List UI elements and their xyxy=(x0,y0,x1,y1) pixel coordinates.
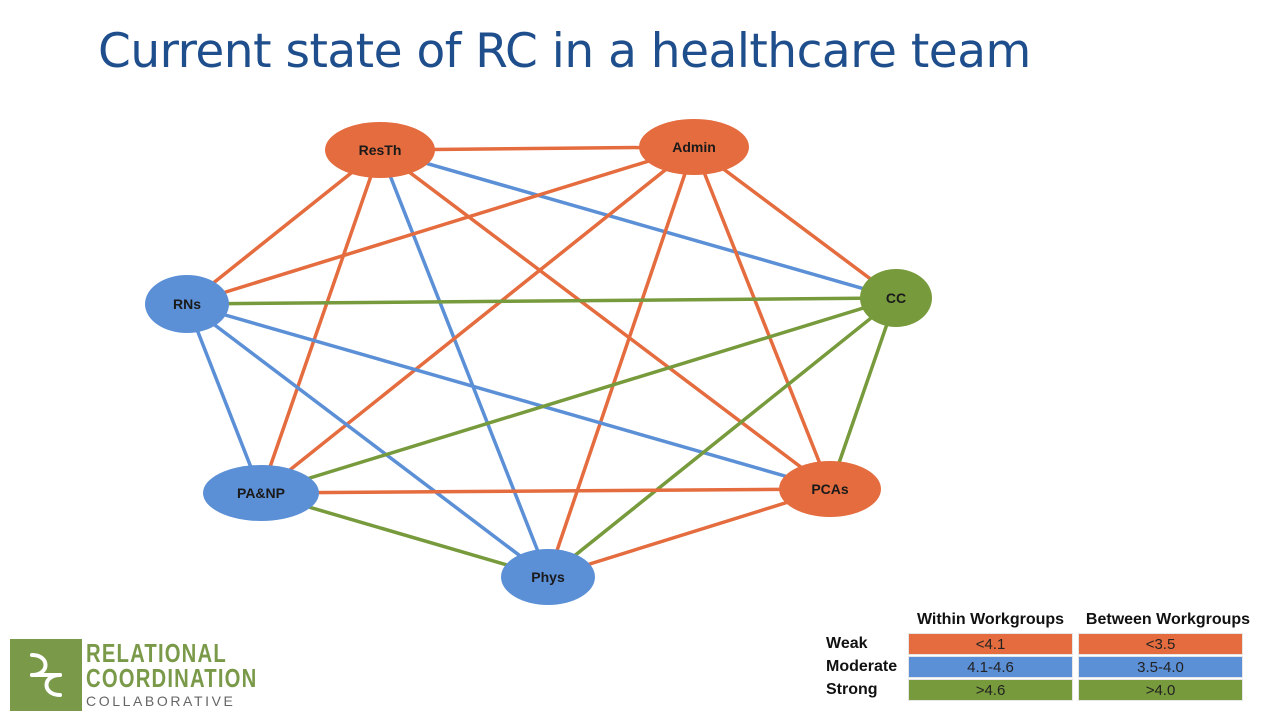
edge-admin-pcas xyxy=(692,146,832,490)
legend-cell-strong-between: >4.0 xyxy=(1078,679,1243,701)
node-shape-resth xyxy=(325,122,435,178)
edge-admin-rns xyxy=(186,145,695,306)
edge-cc-phys xyxy=(546,296,898,579)
edge-rns-cc xyxy=(186,296,897,306)
edge-resth-rns xyxy=(185,148,382,306)
node-label-resth: ResTh xyxy=(359,142,402,158)
logo-text-relational: RELATIONAL xyxy=(86,638,227,668)
edge-resth-phys xyxy=(378,149,550,578)
node-label-admin: Admin xyxy=(672,139,716,155)
legend-row-label-moderate: Moderate xyxy=(826,658,898,675)
node-shape-pa-np xyxy=(203,465,319,521)
edge-resth-pcas xyxy=(378,148,832,491)
legend-cell-weak-between: <3.5 xyxy=(1078,633,1243,655)
edge-rns-phys xyxy=(185,302,550,579)
legend-cell-strong-within: >4.6 xyxy=(908,679,1073,701)
node-shape-admin xyxy=(639,119,749,175)
node-shape-rns xyxy=(145,275,229,333)
edge-cc-pcas xyxy=(828,297,898,490)
legend-cell-moderate-within: 4.1-4.6 xyxy=(908,656,1073,678)
edge-admin-phys xyxy=(546,146,696,578)
network-edges xyxy=(185,145,898,579)
slide-title: Current state of RC in a healthcare team xyxy=(98,24,1031,79)
edge-admin-pa-np xyxy=(259,145,696,495)
edge-resth-cc xyxy=(379,148,897,300)
legend-row-label-strong: Strong xyxy=(826,681,878,698)
node-rns: RNs xyxy=(145,275,229,333)
logo-mark-icon xyxy=(10,639,82,711)
edge-rns-pa-np xyxy=(185,303,263,494)
node-shape-pcas xyxy=(779,461,881,517)
edge-cc-pa-np xyxy=(260,296,897,495)
legend-header-between: Between Workgroups xyxy=(1085,611,1251,628)
node-resth: ResTh xyxy=(325,122,435,178)
node-shape-phys xyxy=(501,549,595,605)
node-cc: CC xyxy=(860,269,932,327)
node-phys: Phys xyxy=(501,549,595,605)
node-label-pa-np: PA&NP xyxy=(237,485,285,501)
rc-collaborative-logo: RELATIONAL COORDINATION COLLABORATIVE xyxy=(10,638,256,711)
node-pcas: PCAs xyxy=(779,461,881,517)
node-admin: Admin xyxy=(639,119,749,175)
legend-header-within: Within Workgroups xyxy=(916,611,1065,628)
logo-text-coordination: COORDINATION xyxy=(86,663,258,693)
edge-resth-pa-np xyxy=(259,149,382,494)
edge-pa-np-pcas xyxy=(260,487,831,495)
legend-cell-weak-within: <4.1 xyxy=(908,633,1073,655)
node-label-pcas: PCAs xyxy=(811,481,849,497)
node-label-rns: RNs xyxy=(173,296,201,312)
legend-row-label-weak: Weak xyxy=(826,635,868,652)
edge-pcas-phys xyxy=(547,487,831,579)
node-label-cc: CC xyxy=(886,290,906,306)
legend-cell-moderate-between: 3.5-4.0 xyxy=(1078,656,1243,678)
node-shape-cc xyxy=(860,269,932,327)
logo-text-collaborative: COLLABORATIVE xyxy=(86,693,236,709)
edge-admin-cc xyxy=(692,145,898,300)
node-pa-np: PA&NP xyxy=(203,465,319,521)
node-label-phys: Phys xyxy=(531,569,565,585)
edge-rns-pcas xyxy=(186,302,831,491)
